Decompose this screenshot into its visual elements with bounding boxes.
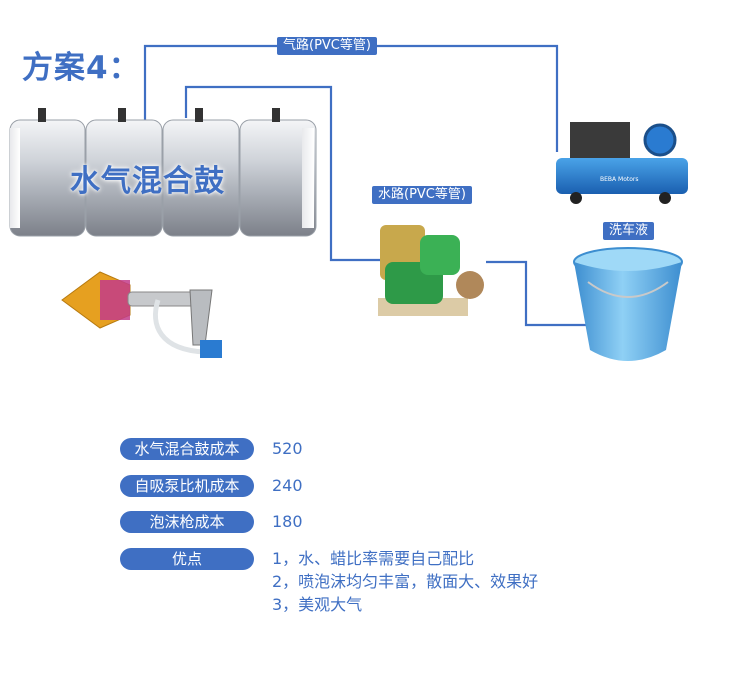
- drum-label: 水气混合鼓: [70, 164, 225, 199]
- cost-label-pump: 自吸泵比机成本: [120, 475, 254, 497]
- air-line-to-drum: [184, 85, 388, 262]
- cost-label-foam-gun: 泡沫枪成本: [120, 511, 254, 533]
- page-title: 方案4：: [22, 50, 141, 86]
- detergent-label: 洗车液: [603, 222, 655, 240]
- mixing-drum: [9, 108, 317, 237]
- cost-label-drum: 水气混合鼓成本: [120, 438, 254, 460]
- advantage-item: 3，美观大气: [272, 595, 363, 614]
- cost-value-foam-gun: 180: [272, 512, 303, 531]
- advantage-item: 2，喷泡沫均匀丰富，散面大、效果好: [272, 572, 539, 591]
- detergent-bucket: [573, 247, 683, 361]
- cost-value-drum: 520: [272, 439, 303, 458]
- drum-module: [162, 108, 240, 237]
- foam-gun: [61, 271, 222, 358]
- compressor-plate: BEBA Motors: [600, 176, 639, 183]
- cost-value-pump: 240: [272, 476, 303, 495]
- air-line-label: 气路(PVC等管): [277, 37, 377, 55]
- water-line-label: 水路(PVC等管): [372, 186, 472, 204]
- drum-module: [239, 108, 317, 237]
- advantages-label: 优点: [120, 548, 254, 570]
- advantage-item: 1，水、蜡比率需要自己配比: [272, 549, 475, 568]
- air-compressor: [556, 122, 688, 204]
- drum-module: [9, 108, 86, 237]
- water-pump: [378, 225, 484, 316]
- water-line: [486, 260, 590, 327]
- drum-module: [85, 108, 163, 237]
